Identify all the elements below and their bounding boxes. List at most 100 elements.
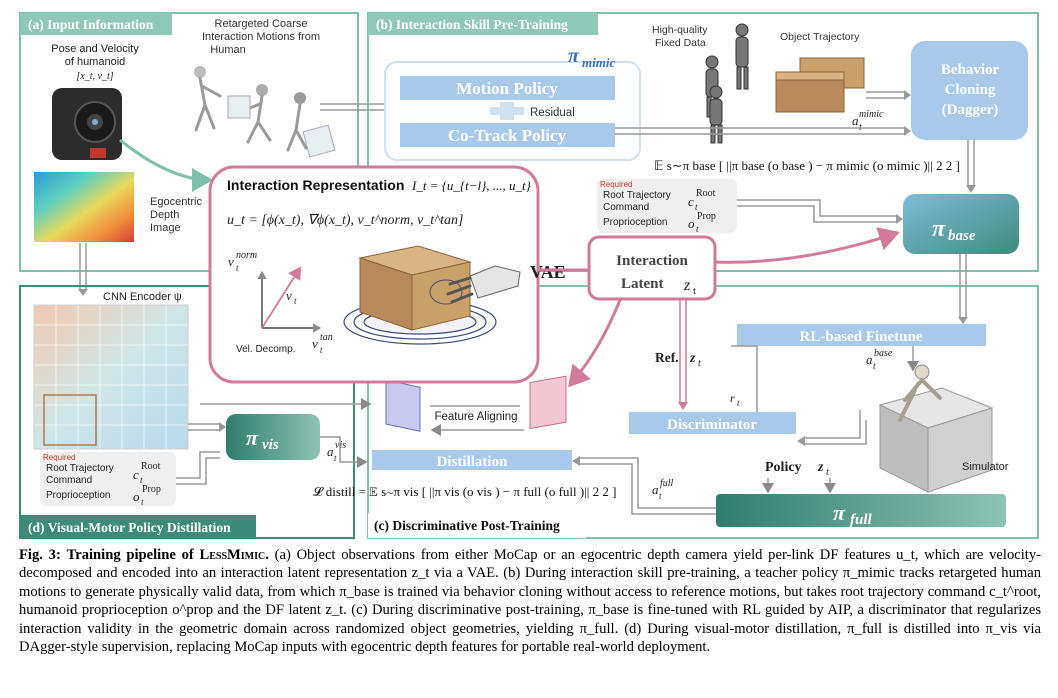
panel-d-title: (d) Visual-Motor Policy Distillation xyxy=(28,520,231,535)
policy-z-sub: t xyxy=(826,467,829,478)
caption-bold-title: Training pipeline of xyxy=(66,547,194,563)
full-feature-grid xyxy=(529,375,567,430)
egocentric-depth-image xyxy=(34,172,134,242)
reward-to-rl-arrow xyxy=(731,345,758,412)
ref-z-arrowhead xyxy=(678,402,688,410)
interaction-title-formula: I_t = {u_{t−l}, ..., u_t} xyxy=(411,178,532,193)
required-to-pivis-arrow xyxy=(176,451,220,485)
retarget-label-1: Retargeted Coarse xyxy=(215,18,308,30)
panel-a-tag xyxy=(20,13,172,35)
a-full-sup: full xyxy=(660,478,674,489)
v-tan-sup: tan xyxy=(320,332,333,343)
pi-base-box xyxy=(903,194,1019,254)
feature-map-box-crop xyxy=(43,394,97,446)
velocity-decomposition-axes xyxy=(257,266,322,333)
required-base-tag: Required xyxy=(600,180,632,189)
o-base-symbol: o xyxy=(688,216,695,231)
training-pipeline-diagram: (a) Input Information Pose and Velocity … xyxy=(19,12,1039,539)
ref-z-label: Ref. xyxy=(655,350,679,365)
distillation-label: Distillation xyxy=(437,454,508,470)
a-mimic-sup: mimic xyxy=(859,109,884,120)
ref-z-sub: t xyxy=(698,358,701,369)
panel-d-tag xyxy=(20,515,256,538)
a-full-symbol: a xyxy=(652,482,659,497)
vis-feature-grid xyxy=(385,379,421,432)
v-t-symbol: v xyxy=(286,288,292,303)
v-norm-sub: t xyxy=(236,263,239,273)
a-base-symbol: a xyxy=(866,352,873,367)
motion-policy-label: Motion Policy xyxy=(456,79,558,98)
distill-loss-formula: 𝓛 distill = 𝔼 s∼π vis [ ||π vis (o vis )… xyxy=(313,484,617,499)
depth-label-1: Egocentric xyxy=(150,196,202,208)
trajectory-to-bc-arrow xyxy=(866,91,905,99)
v-t-sub: t xyxy=(294,296,297,306)
discriminator-box xyxy=(629,412,796,434)
retarget-label-2: Interaction Motions from xyxy=(202,31,320,43)
c-vis-symbol: c xyxy=(133,467,139,482)
v-tan-sub: t xyxy=(320,345,323,355)
cotrack-policy-box xyxy=(400,123,615,147)
cardboard-boxes-image xyxy=(775,57,865,113)
pifull-to-distill-arrow xyxy=(578,457,716,515)
pi-base-sub: base xyxy=(948,228,976,244)
feature-map-grid xyxy=(34,305,188,449)
camera-to-interaction-arrow xyxy=(119,138,213,192)
latent-to-pibase-arrow xyxy=(714,227,900,264)
v-tan-symbol: v xyxy=(312,336,318,351)
r-t-sub: t xyxy=(737,398,740,408)
required-to-pibase-arrow xyxy=(737,199,897,223)
sim-to-discriminator-arrow xyxy=(805,410,867,445)
v-norm-symbol: v xyxy=(228,254,234,269)
vae-label: VAE xyxy=(530,262,566,282)
required-vis-panel xyxy=(40,452,176,506)
depth-camera-icon xyxy=(52,88,122,160)
distillation-box xyxy=(372,450,572,470)
retarget-to-pretrain-arrow xyxy=(320,103,395,111)
required-vis-tag: Required xyxy=(43,453,75,462)
o-base-sub: t xyxy=(696,224,699,234)
u-formula: u_t = [ϕ(x_t), ∇ϕ(x_t), v_t^norm, v_t^ta… xyxy=(227,213,463,228)
pose-velocity-label-1: Pose and Velocity xyxy=(51,43,139,55)
cotrack-bc-arrowhead xyxy=(904,126,911,136)
pibase-to-rl-arrow xyxy=(959,254,967,318)
bc-pibase-arrowhead xyxy=(966,185,976,193)
high-quality-label-2: Fixed Data xyxy=(655,37,706,49)
rl-finetune-box xyxy=(737,324,986,346)
panel-b-tag xyxy=(368,13,598,35)
pi-base-symbol: π xyxy=(932,216,946,242)
cotrack-to-bc-arrow xyxy=(615,127,905,135)
cotrack-policy-label: Co-Track Policy xyxy=(448,126,567,145)
behavior-cloning-label-3: (Dagger) xyxy=(942,102,999,118)
c-base-symbol: c xyxy=(688,194,694,209)
c-vis-sub: t xyxy=(140,475,143,485)
interaction-latent-box xyxy=(587,235,717,301)
c-base-sup: Root xyxy=(696,188,716,199)
a-vis-symbol: a xyxy=(327,444,334,459)
simulator-label: Simulator xyxy=(962,461,1009,473)
object-trajectory-label: Object Trajectory xyxy=(780,31,860,43)
required-vis-row-2: Command xyxy=(46,475,92,486)
depth-label-2: Depth xyxy=(150,209,179,221)
latent-label-2: Latent xyxy=(621,276,664,292)
cnn-encoder-label: CNN Encoder ψ xyxy=(103,291,182,303)
pi-vis-sub: vis xyxy=(262,437,279,453)
retarget-label-3: Human xyxy=(210,44,245,56)
vel-decomp-label: Vel. Decomp. xyxy=(236,344,295,355)
a-base-sub: t xyxy=(873,361,876,371)
ref-z-arrow xyxy=(679,300,687,404)
required-base-row-1: Root Trajectory xyxy=(603,190,671,201)
figure-caption: Fig. 3: Training pipeline of LessMimic. … xyxy=(19,546,1041,656)
c-base-sub: t xyxy=(695,202,698,212)
rl-finetune-label: RL-based Finetune xyxy=(800,329,923,345)
sim-discriminator-arrowhead xyxy=(797,436,805,446)
simulator-image xyxy=(878,364,994,493)
bc-loss-formula: 𝔼 s∼π base [ ||π base (o base ) − π mimi… xyxy=(654,158,960,173)
a-mimic-symbol: a xyxy=(852,113,859,128)
panel-a-border xyxy=(19,12,359,272)
pi-mimic-symbol: π xyxy=(568,45,580,67)
pi-mimic-sub: mimic xyxy=(582,55,615,70)
latent-var: z xyxy=(683,277,691,294)
encoder-to-pivis-arrow xyxy=(188,423,220,431)
retargeted-motion-figures xyxy=(194,66,336,158)
latent-to-full-grid-arrow xyxy=(568,299,622,388)
